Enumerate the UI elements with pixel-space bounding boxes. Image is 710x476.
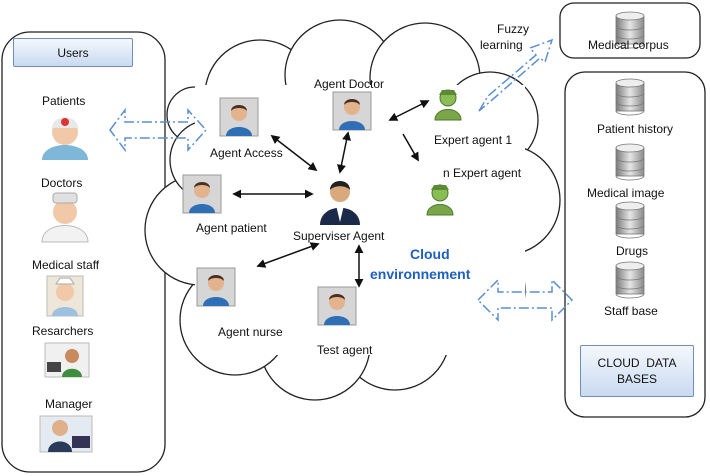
supervisor-agent-label: Superviser Agent <box>293 229 385 243</box>
users-title-box: Users <box>13 38 133 67</box>
role-manager: Manager <box>45 397 93 411</box>
patient-icon <box>42 117 88 160</box>
cloud-data-bases-line2: BASES <box>616 372 658 386</box>
fuzzy-learning-arrow <box>478 38 554 112</box>
db-medical-image-label: Medical image <box>587 186 665 200</box>
test-agent-label: Test agent <box>317 343 373 357</box>
users-title: Users <box>57 45 89 60</box>
role-doctors: Doctors <box>41 176 83 190</box>
users-cloud-arrow <box>109 107 208 153</box>
patient-history-db-icon <box>615 78 645 116</box>
supervisor-agent-icon <box>320 181 360 225</box>
arrow-doctor-expert <box>388 100 430 121</box>
doctor-icon <box>41 192 89 243</box>
role-patients: Patients <box>42 94 86 108</box>
agent-doctor-icon <box>332 91 372 131</box>
medical-corpus-label: Medical corpus <box>588 38 669 52</box>
drugs-db-icon <box>615 201 645 239</box>
agent-patient-label: Agent patient <box>196 221 267 235</box>
db-drugs-label: Drugs <box>616 244 649 258</box>
expert-agent-n-label: n Expert agent <box>443 166 522 180</box>
cloud-data-bases-line1: CLOUD DATA <box>597 356 677 370</box>
cloud-label-line2: environnement <box>370 266 471 282</box>
role-researchers: Resarchers <box>32 324 94 338</box>
role-medical-staff: Medical staff <box>32 258 100 272</box>
fuzzy-label-line2: learning <box>480 38 523 52</box>
arrow-access-supervisor <box>270 134 318 172</box>
expert-agent-1-label: Expert agent 1 <box>434 133 513 147</box>
arrow-doctor-supervisor <box>337 131 351 174</box>
manager-icon <box>39 415 93 453</box>
medical-staff-icon <box>46 275 84 317</box>
agent-nurse-label: Agent nurse <box>218 325 283 339</box>
agent-patient-icon <box>182 174 222 214</box>
agent-doctor-label: Agent Doctor <box>314 77 385 91</box>
agent-access-label: Agent Access <box>210 146 283 160</box>
test-agent-icon <box>317 286 357 326</box>
data-panel <box>564 71 706 418</box>
medical-image-db-icon <box>615 143 645 181</box>
arrow-doctor-n-expert <box>402 133 419 162</box>
cloud-label-line1: Cloud <box>410 246 450 262</box>
agent-nurse-icon <box>196 267 236 307</box>
researcher-icon <box>44 342 90 378</box>
cloud-data-arrow <box>476 278 574 322</box>
db-staff-base-label: Staff base <box>604 304 658 318</box>
arrow-nurse-supervisor <box>256 242 320 268</box>
fuzzy-label-line1: Fuzzy <box>497 22 530 36</box>
db-patient-history-label: Patient history <box>597 122 674 136</box>
staff-base-db-icon <box>615 261 645 299</box>
agent-access-icon <box>219 97 259 137</box>
cloud-data-bases-box: CLOUD DATA BASES <box>580 345 694 397</box>
